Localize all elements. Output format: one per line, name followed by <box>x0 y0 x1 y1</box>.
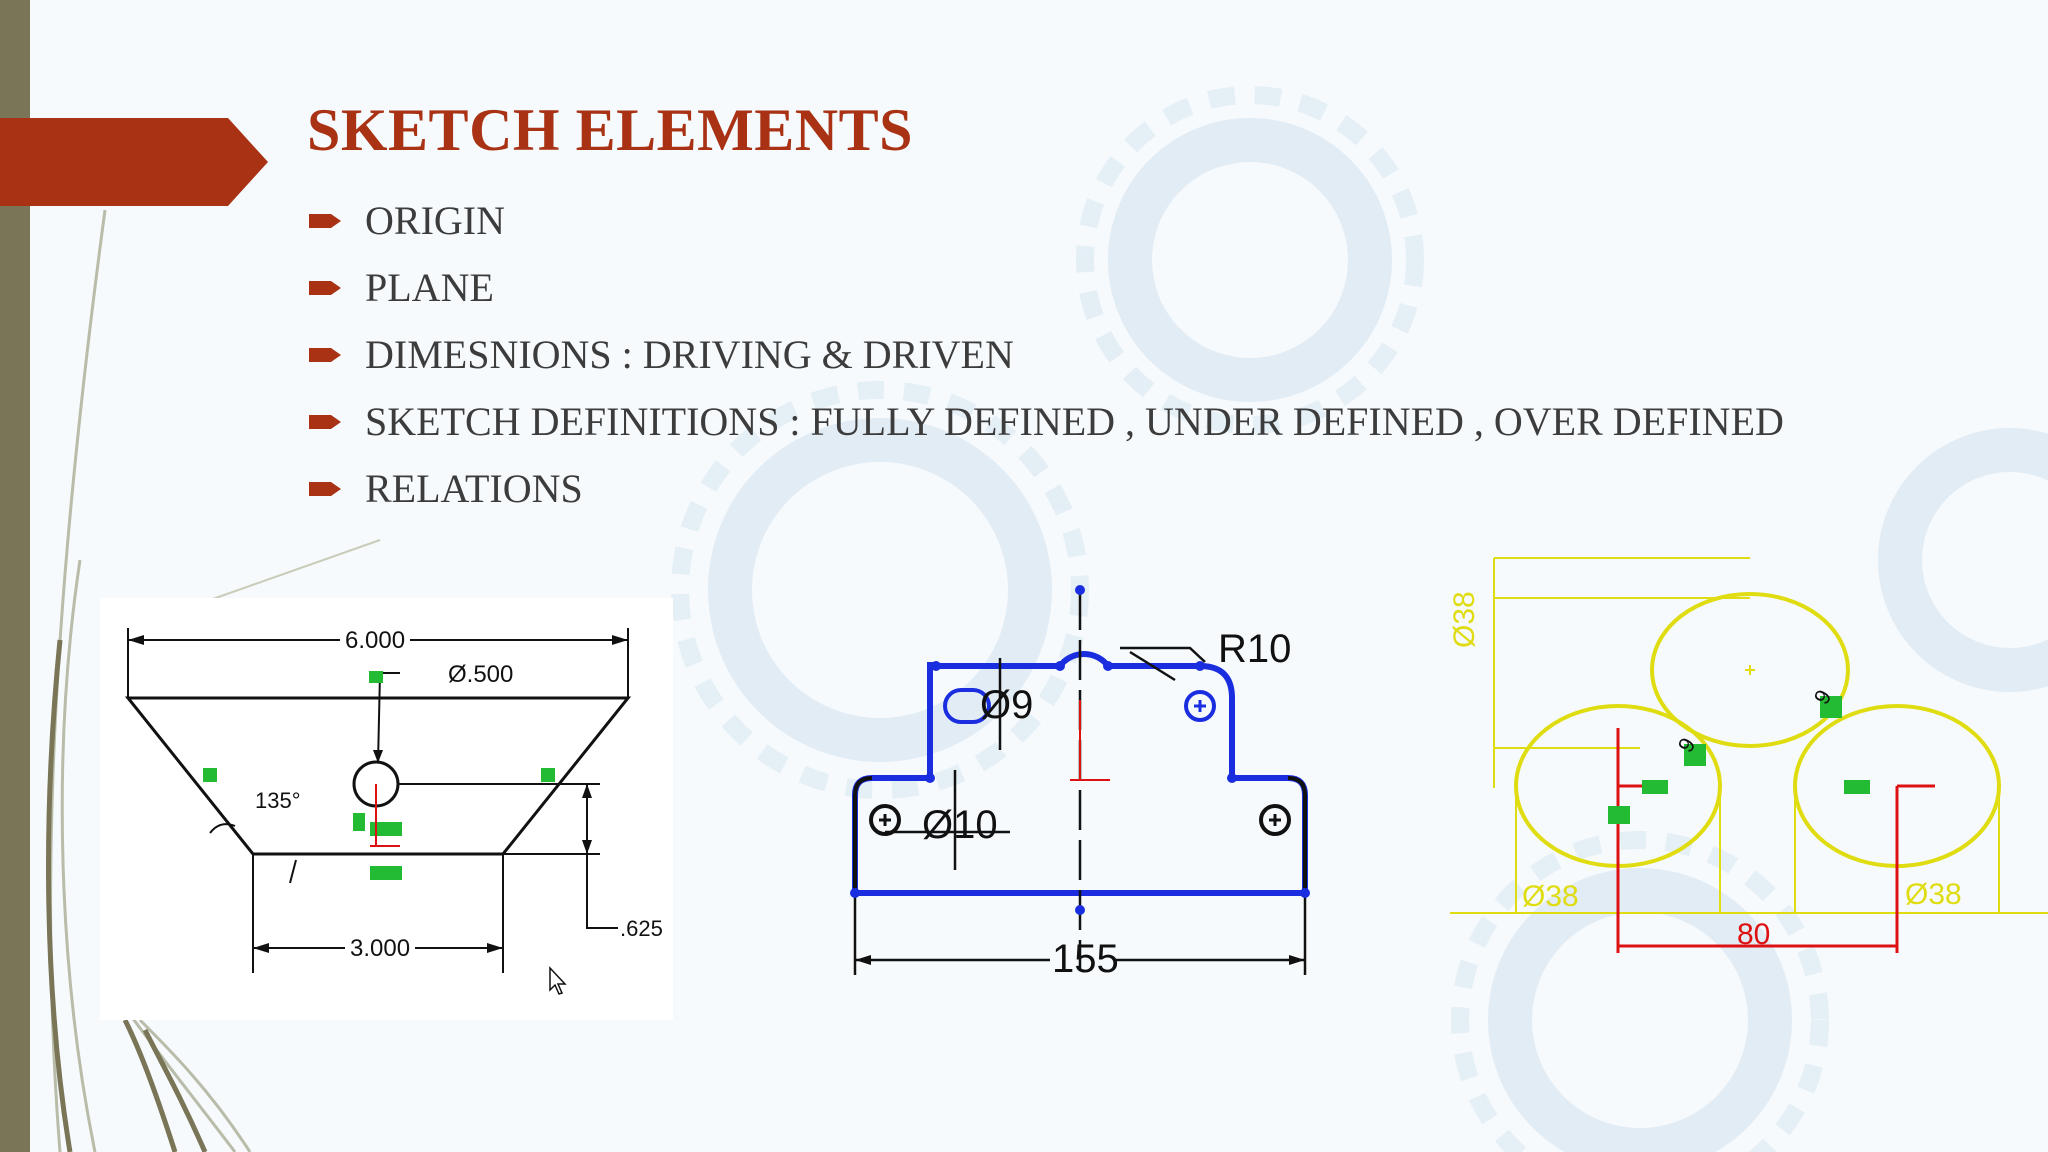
bullet-text: ORIGIN <box>365 198 505 243</box>
dimension-vertical-diameter: Ø38 <box>1450 591 1481 648</box>
dimension-angle: 135° <box>255 788 301 813</box>
relation-badge <box>1820 696 1842 718</box>
dimension-right-diameter: Ø38 <box>1905 878 1962 911</box>
relation-badge <box>1642 780 1668 794</box>
relation-badge <box>370 866 402 880</box>
arrow-bullet-icon <box>309 348 341 362</box>
dimension-fillet-radius: R10 <box>1218 627 1291 671</box>
tangent-relation-label: 9 <box>1809 685 1837 708</box>
dimension-top-width: 6.000 <box>345 627 405 654</box>
relation-badge <box>1844 780 1870 794</box>
bullet-item: PLANE <box>307 265 1807 311</box>
dimension-slot-diameter: Ø9 <box>980 683 1033 727</box>
bullet-text: RELATIONS <box>365 466 583 511</box>
slide-title: SKETCH ELEMENTS <box>307 97 914 163</box>
bullet-list: ORIGIN PLANE DIMESNIONS : DRIVING & DRIV… <box>307 198 1807 512</box>
bullet-item: RELATIONS <box>307 466 1807 512</box>
relation-badge <box>1608 806 1630 824</box>
bracket-sketch: R10 Ø9 Ø10 155 <box>850 585 1310 981</box>
mouse-pointer-icon <box>549 966 567 995</box>
bullet-text: PLANE <box>365 265 494 310</box>
arrow-bullet-icon <box>309 415 341 429</box>
trapezoid-sketch: 6.000 Ø.500 135° 3.000 .625 <box>100 598 673 1020</box>
dimension-hole-diameter: Ø10 <box>922 803 998 847</box>
arrow-bullet-icon <box>309 214 341 228</box>
relation-badge <box>369 671 383 683</box>
dimension-center-distance: 80 <box>1737 918 1770 951</box>
title-banner-arrow <box>0 118 268 206</box>
relation-badge <box>370 822 402 836</box>
bullet-text: DIMESNIONS : DRIVING & DRIVEN <box>365 332 1014 377</box>
relation-badge <box>203 768 217 782</box>
arrow-bullet-icon <box>309 281 341 295</box>
relation-badge <box>1684 744 1706 766</box>
arrow-bullet-icon <box>309 482 341 496</box>
dimension-left-diameter: Ø38 <box>1522 880 1579 913</box>
tangent-circles-sketch: Ø38 Ø38 Ø38 80 9 9 <box>1450 557 2048 953</box>
bullet-item: DIMESNIONS : DRIVING & DRIVEN <box>307 332 1807 378</box>
relation-badge <box>353 813 365 831</box>
bullet-item: SKETCH DEFINITIONS : FULLY DEFINED , UND… <box>307 399 1807 445</box>
dimension-hole-diameter: Ø.500 <box>448 661 513 688</box>
bullet-item: ORIGIN <box>307 198 1807 244</box>
dimension-offset: .625 <box>620 916 663 941</box>
dimension-overall-width: 155 <box>1052 937 1119 981</box>
relation-badge <box>541 768 555 782</box>
bullet-text: SKETCH DEFINITIONS : FULLY DEFINED , UND… <box>365 399 1784 444</box>
dimension-bottom-width: 3.000 <box>350 935 410 962</box>
